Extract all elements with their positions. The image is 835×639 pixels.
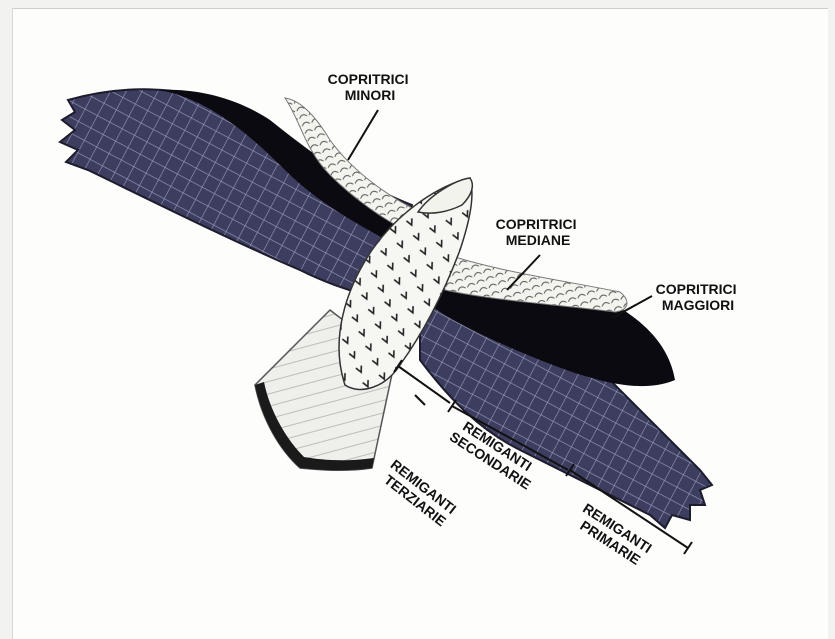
leader-tertiary-remiges bbox=[415, 395, 425, 405]
label-minor-coverts: COPRITRICI MINORI bbox=[328, 71, 413, 103]
label-tertiary-remiges: REMIGANTI TERZIARIE bbox=[378, 456, 463, 532]
label-major-coverts: COPRITRICI MAGGIORI bbox=[656, 281, 741, 313]
label-median-coverts: COPRITRICI MEDIANE bbox=[496, 216, 581, 248]
leader-minor-coverts bbox=[348, 110, 378, 160]
